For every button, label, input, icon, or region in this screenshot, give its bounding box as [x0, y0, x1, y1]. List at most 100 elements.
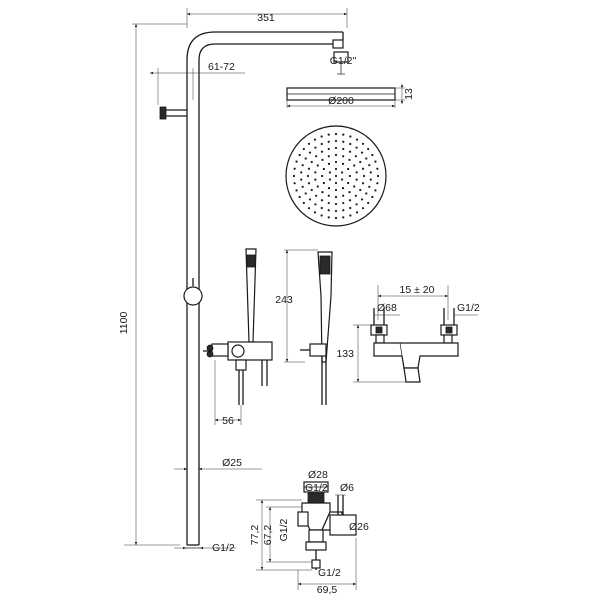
nozzle-dot: [355, 178, 358, 181]
nozzle-dot: [306, 174, 310, 178]
nozzle-dot: [355, 146, 358, 149]
nozzle-dot: [316, 164, 319, 167]
nozzle-dot: [320, 135, 323, 138]
nozzle-dot: [328, 171, 332, 174]
top-fitting: [332, 39, 344, 49]
nozzle-dot: [308, 151, 312, 154]
nozzle-dot: [349, 214, 352, 217]
label-diverter-width: 69,5: [317, 584, 338, 596]
label-pipe-diameter: Ø25: [222, 457, 242, 469]
wall-bracket-plate: [159, 106, 167, 120]
nozzle-dot: [300, 178, 303, 181]
nozzle-dot: [361, 167, 365, 170]
nozzle-dot: [334, 195, 338, 199]
nozzle-dot: [374, 160, 377, 163]
nozzle-dot: [334, 139, 338, 143]
nozzle-dot: [293, 167, 296, 170]
nozzle-dot: [314, 171, 317, 174]
label-bottom-thread: G1/2: [212, 542, 235, 554]
nozzle-dot: [369, 178, 372, 181]
nozzle-dot: [334, 153, 338, 157]
label-outlet-depth: 56: [222, 415, 234, 427]
nozzle-dot: [320, 206, 323, 210]
hand-shower-head: [246, 254, 256, 268]
nozzle-dot: [334, 160, 338, 164]
nozzle-dot: [298, 195, 301, 199]
nozzle-dot: [292, 174, 296, 178]
nozzle-dot: [342, 140, 345, 143]
nozzle-dot: [315, 194, 318, 197]
nozzle-dot: [320, 199, 324, 202]
nozzle-dot: [302, 201, 305, 205]
nozzle-dot: [360, 198, 364, 201]
label-handshower-length: 243: [275, 294, 293, 306]
nozzle-dot: [302, 147, 305, 151]
nozzle-dot: [322, 167, 325, 171]
nozzle-dot: [327, 147, 330, 151]
nozzle-dot: [362, 174, 366, 178]
shower-head-side: Ø200 13: [286, 84, 415, 108]
mixer-front: 15 ± 20 Ø68 G1/2 133: [336, 284, 480, 383]
dim-pipe-diameter: Ø25: [174, 457, 262, 471]
diverter-side-port: [297, 511, 309, 527]
label-diverter-height-outer: 77,2: [249, 525, 261, 546]
nozzle-dot: [359, 188, 362, 192]
nozzle-dot: [347, 181, 350, 185]
nozzle-dot: [327, 140, 330, 143]
hand-shower-assembly: 56: [203, 248, 273, 427]
hand-shower-spray: [319, 255, 331, 275]
label-diverter-thread-bottom: G1/2: [318, 567, 341, 579]
nozzle-dot: [320, 214, 323, 217]
nozzle-dot: [342, 147, 345, 151]
nozzle-dot: [334, 132, 338, 136]
label-diverter-thread-top: G1/2: [305, 482, 328, 494]
nozzle-dot: [334, 146, 338, 150]
shower-head-face: [285, 125, 387, 227]
nozzle-dot: [349, 206, 352, 210]
nozzle-dot: [327, 133, 330, 136]
nozzle-dot: [327, 194, 330, 197]
nozzle-dot: [313, 211, 317, 214]
nozzle-dot: [359, 160, 362, 164]
nozzle-dot: [342, 201, 345, 205]
label-mixer-inlet-thread: G1/2: [457, 302, 480, 314]
nozzle-dot: [307, 207, 311, 210]
label-mixer-height: 133: [336, 348, 354, 360]
slider-knob: [183, 286, 203, 306]
label-diverter-pin: Ø6: [340, 482, 354, 494]
nozzle-dot: [322, 181, 325, 185]
nozzle-dot: [340, 171, 344, 174]
diverter-detail: Ø28 G1/2 Ø6 Ø26 G1/2 77,2 67,2 G1/2 69,5: [249, 469, 369, 596]
nozzle-dot: [315, 155, 318, 158]
nozzle-dot: [301, 185, 304, 188]
nozzle-dot: [327, 162, 331, 165]
nozzle-dot: [310, 188, 313, 192]
dim-bottom-thread: G1/2: [174, 542, 236, 554]
nozzle-dot: [354, 194, 357, 197]
nozzle-dot: [367, 147, 370, 151]
nozzle-dot: [354, 155, 357, 158]
nozzle-dot: [342, 216, 345, 219]
nozzle-dot: [320, 150, 324, 153]
dim-total-height: 1100: [118, 23, 187, 546]
nozzle-dot: [348, 199, 352, 202]
nozzle-dot: [295, 160, 298, 163]
label-total-height: 1100: [118, 312, 130, 335]
mixer-body-front: [373, 342, 459, 369]
nozzle-dot: [361, 182, 365, 185]
nozzle-dot: [365, 192, 368, 195]
nozzle-dot: [360, 151, 364, 154]
nozzle-dot: [348, 190, 351, 194]
nozzle-dot: [316, 185, 319, 188]
nozzle-dot: [334, 216, 338, 220]
dim-top-connection: G1/2": [330, 51, 357, 75]
nozzle-pattern: [292, 132, 380, 220]
mixer-spout: [403, 367, 421, 383]
nozzle-dot: [298, 153, 301, 157]
nozzle-dot: [355, 203, 358, 206]
mixer-connector: [211, 343, 229, 357]
nozzle-dot: [376, 174, 380, 178]
nozzle-dot: [301, 164, 304, 167]
nozzle-dot: [341, 187, 345, 190]
